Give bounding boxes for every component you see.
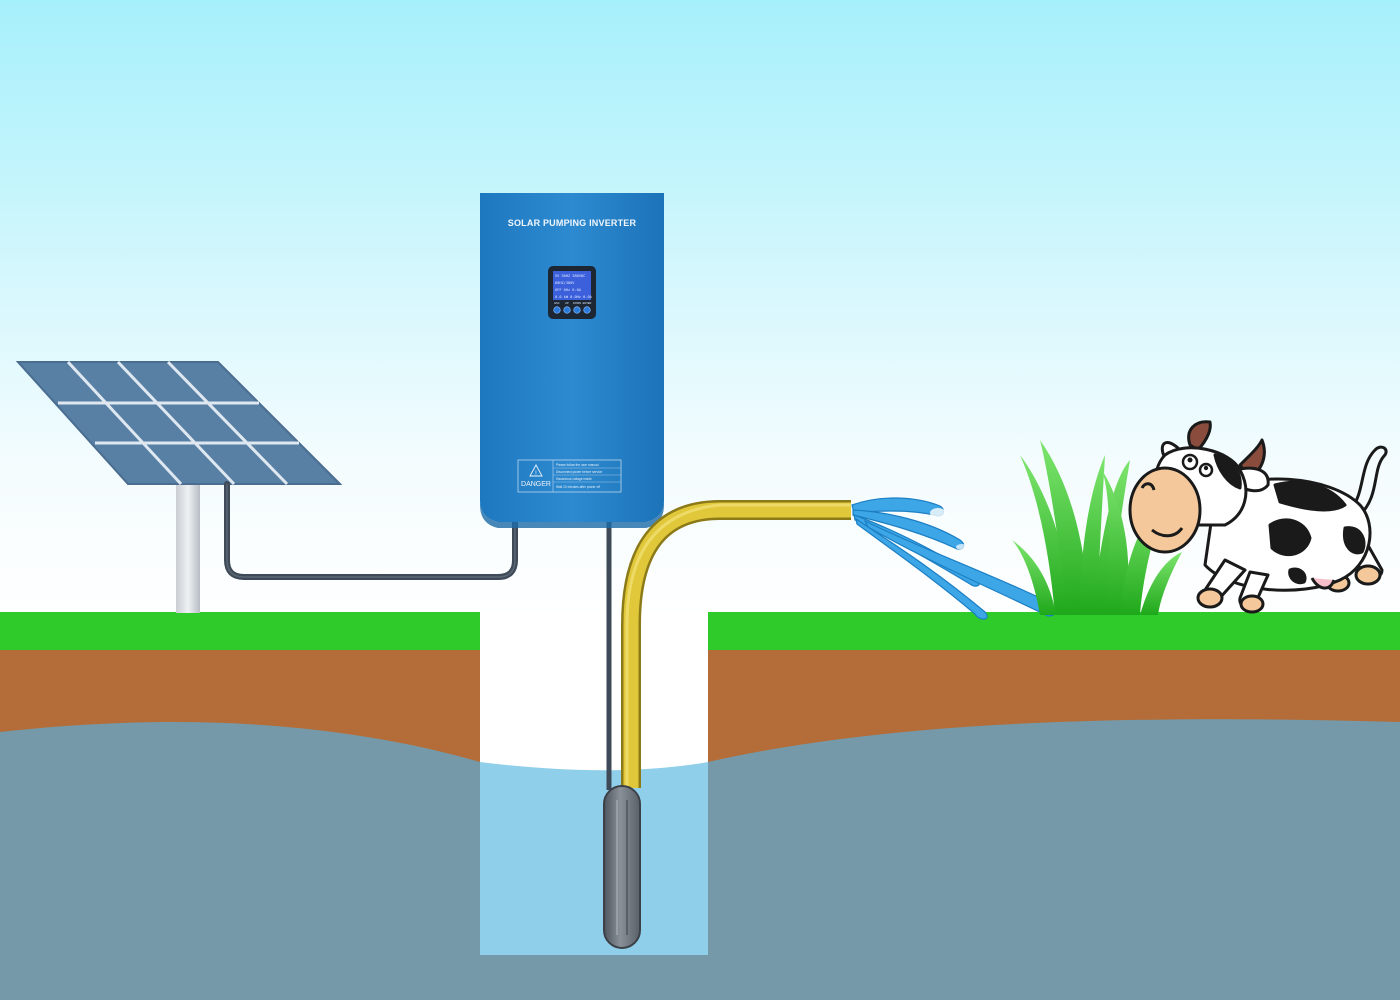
- button-label-enter: ENTER: [583, 301, 592, 305]
- grass-right: [708, 612, 1400, 650]
- warning-triangle-icon: [529, 464, 543, 477]
- esc-button[interactable]: [553, 306, 561, 314]
- button-label-esc: ESC: [554, 301, 559, 305]
- danger-text: DANGER: [521, 481, 551, 488]
- lcd-line-1: 5V 50HZ 380VDC: [555, 274, 585, 278]
- button-label-down: DOWN: [573, 301, 581, 305]
- control-panel: 5V 50HZ 380VDC 60HZ/380V OFF 0Hz 0.0A 0.…: [548, 266, 596, 319]
- cow-illustration: [1128, 420, 1388, 614]
- groundwater: [0, 719, 1400, 1000]
- well-water: [480, 762, 708, 955]
- lcd-line-4: 0.0 kW 0.0Hz 0.0A: [555, 295, 593, 299]
- solar-pole: [176, 478, 200, 613]
- warning-line-4: Wait 10 minutes after power off: [556, 485, 600, 489]
- grass-left: [0, 612, 480, 650]
- warning-line-1: Please follow the user manual: [556, 463, 599, 467]
- button-label-up: UP: [565, 301, 569, 305]
- inverter-title: SOLAR PUMPING INVERTER: [508, 218, 637, 228]
- warning-line-2: Disconnect power before service: [556, 470, 602, 474]
- down-button[interactable]: [573, 306, 581, 314]
- water-spray: [851, 497, 1056, 620]
- warning-line-3: Hazardous voltage inside: [556, 477, 592, 481]
- danger-label: ! DANGER Please follow the user manual D…: [517, 459, 622, 493]
- solar-panel: [15, 360, 343, 486]
- submersible-pump: [603, 785, 641, 949]
- lcd-line-2: 60HZ/380V: [555, 281, 575, 285]
- solar-pumping-inverter: SOLAR PUMPING INVERTER 5V 50HZ 380VDC 60…: [480, 193, 664, 528]
- lcd-line-3: OFF 0Hz 0.0A: [555, 288, 582, 292]
- up-button[interactable]: [563, 306, 571, 314]
- enter-button[interactable]: [583, 306, 591, 314]
- lcd-screen: [553, 271, 591, 300]
- svg-text:!: !: [535, 471, 537, 477]
